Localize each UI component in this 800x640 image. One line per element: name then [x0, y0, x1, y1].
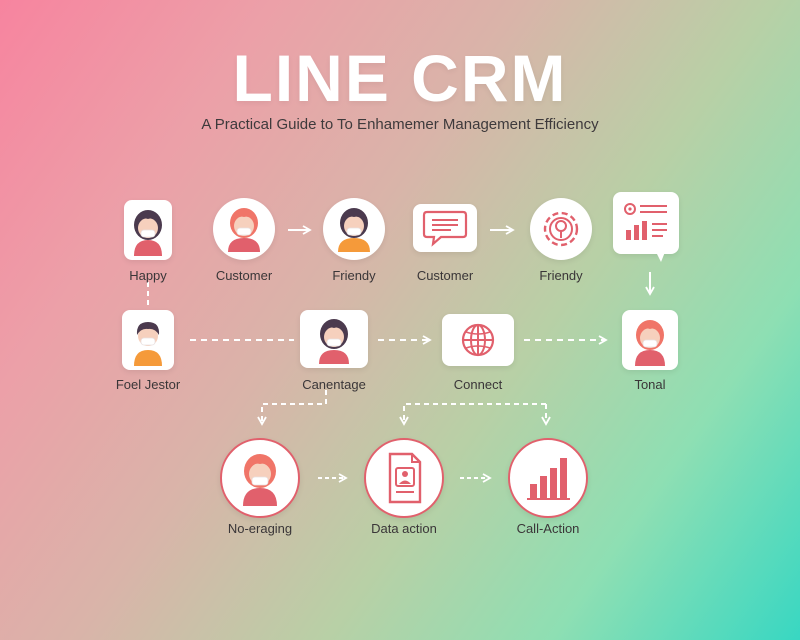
node-data-action-label: Data action: [371, 521, 437, 536]
node-friendy-2[interactable]: [530, 198, 592, 260]
node-happy[interactable]: [124, 200, 172, 260]
person-icon: [319, 319, 349, 364]
arrow-bracket-dataaction: [399, 403, 546, 426]
person-icon: [134, 210, 162, 256]
node-data-action[interactable]: [364, 438, 444, 518]
node-friendy-1[interactable]: [323, 198, 385, 260]
globe-icon: [461, 323, 495, 357]
node-analytics[interactable]: [613, 192, 679, 262]
node-tonal-label: Tonal: [634, 377, 666, 392]
chat-bubble-icon: [422, 210, 468, 247]
page-title: LINE CRM: [232, 41, 568, 115]
node-no-eraging-label: No-eraging: [227, 521, 293, 536]
node-foel-jestor[interactable]: [122, 310, 174, 370]
node-call-action-label: Call-Action: [516, 521, 580, 536]
node-foel-jestor-label: Foel Jestor: [115, 377, 181, 392]
person-icon: [635, 320, 665, 366]
node-no-eraging[interactable]: [220, 438, 300, 518]
gear-icon: [543, 211, 579, 247]
node-canentage[interactable]: [300, 310, 368, 368]
node-friendy-1-label: Friendy: [332, 268, 376, 283]
node-happy-label: Happy: [129, 268, 167, 283]
arrow-canentage-noeraging: [257, 390, 327, 426]
node-connect-label: Connect: [453, 377, 503, 392]
node-customer-1-label: Customer: [215, 268, 273, 283]
person-icon: [338, 208, 370, 252]
analytics-bubble-icon: [624, 203, 667, 262]
node-call-action[interactable]: [508, 438, 588, 518]
page-subtitle: A Practical Guide to To Enhamemer Manage…: [201, 116, 599, 133]
person-icon: [228, 208, 260, 252]
node-customer-1[interactable]: [213, 198, 275, 260]
node-connect[interactable]: [442, 314, 514, 366]
node-friendy-2-label: Friendy: [539, 268, 583, 283]
bar-chart-icon: [527, 458, 570, 500]
person-icon: [243, 454, 277, 506]
person-icon: [134, 322, 162, 366]
document-icon: [388, 452, 422, 504]
node-customer-2[interactable]: [413, 204, 477, 252]
node-canentage-label: Canentage: [302, 377, 366, 392]
node-tonal[interactable]: [622, 310, 678, 370]
node-customer-2-label: Customer: [416, 268, 474, 283]
